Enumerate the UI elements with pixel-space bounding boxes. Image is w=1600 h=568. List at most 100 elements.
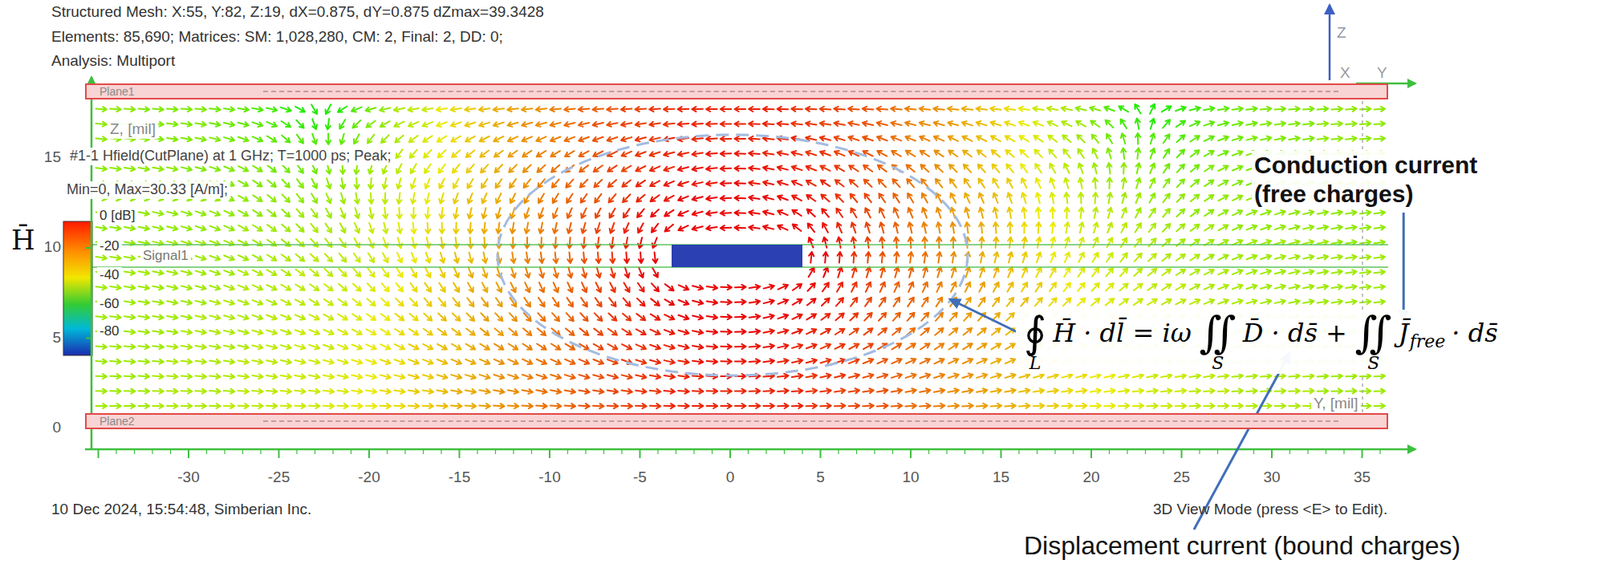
tick-mark: [259, 449, 261, 455]
leader-arrow: [1402, 212, 1406, 321]
mesh-info: Elements: 85,690; Matrices: SM: 1,028,28…: [51, 28, 504, 47]
plane-band: Plane2: [85, 413, 1389, 430]
plot-info: Min=0, Max=30.33 [A/m];: [64, 181, 231, 199]
equation-term: · ds̄: [1451, 317, 1498, 349]
tick-label: -20: [357, 468, 380, 488]
tick-mark: [422, 449, 424, 455]
integration-loop: [497, 134, 968, 376]
tick-label: 5: [816, 468, 825, 488]
tick-mark: [242, 449, 244, 455]
tick-mark: [97, 449, 100, 459]
scale-label: -20: [97, 238, 122, 255]
tick-mark: [1162, 449, 1164, 455]
tick-label: 10: [901, 468, 919, 488]
tick-label: -15: [448, 468, 471, 488]
tick-mark: [1072, 449, 1074, 455]
tick-label: 15: [44, 148, 61, 167]
equation: ∮LH̄ · dl̄ = iω∬SD̄ · ds̄ +∬SJ̄free· ds̄: [1015, 309, 1508, 374]
tick-mark: [693, 449, 695, 455]
field-symbol: H̄: [11, 224, 36, 256]
tick-mark: [621, 449, 622, 455]
tick-mark: [115, 449, 117, 455]
integral-limit: S: [1211, 354, 1224, 373]
scale-label: -60: [97, 296, 122, 313]
tick-mark: [928, 449, 930, 455]
leader-arrow: [950, 299, 1020, 333]
mode-note: 3D View Mode (press <E> to Edit).: [1153, 500, 1388, 520]
tick-mark: [747, 449, 749, 455]
tick-mark: [909, 449, 912, 459]
integral-sign: ∬: [1355, 311, 1393, 355]
tick-mark: [332, 449, 333, 455]
tick-mark: [85, 337, 92, 340]
equation-term: J̄: [1398, 317, 1410, 349]
field-arrow: [522, 106, 946, 409]
tick-mark: [873, 449, 875, 455]
field-arrow: [251, 106, 1215, 146]
integral-limit: S: [1367, 354, 1380, 373]
tick-mark: [982, 449, 983, 455]
tick-mark: [567, 449, 569, 455]
band-dash: [263, 420, 1339, 423]
scale-label: -40: [97, 267, 122, 284]
field-arrow: [624, 150, 843, 379]
tick-mark: [495, 449, 496, 455]
tick-mark: [223, 449, 225, 455]
scale-label: 0 [dB]: [97, 207, 138, 224]
color-scale: [63, 221, 93, 356]
field-arrow: [96, 106, 1386, 246]
tick-mark: [946, 449, 947, 455]
scale-label: -80: [97, 323, 122, 340]
tick-mark: [729, 449, 731, 459]
tick-mark: [1343, 449, 1345, 455]
signal-strip: [671, 244, 803, 268]
tick-mark: [350, 449, 352, 455]
integral-sign: ∮: [1023, 311, 1047, 355]
field-arrow: [623, 106, 845, 409]
integral-group: ∮L: [1023, 311, 1047, 373]
tick-mark: [1000, 449, 1003, 459]
callout-text: Displacement current (bound charges): [1023, 531, 1461, 561]
tick-mark: [458, 449, 461, 459]
tick-mark: [1253, 449, 1255, 455]
analysis-info: Analysis: Multiport: [51, 52, 175, 71]
tick-mark: [711, 449, 713, 455]
band-dash: [263, 90, 1339, 93]
tick-mark: [386, 449, 388, 455]
tick-label: -25: [268, 468, 290, 488]
tick-mark: [1036, 449, 1038, 455]
tick-mark: [1379, 449, 1381, 455]
field-arrow: [380, 106, 1088, 409]
tick-mark: [801, 449, 803, 455]
tick-mark: [1181, 449, 1183, 459]
layer-name: Signal1: [140, 247, 191, 264]
field-arrow: [295, 104, 1171, 130]
tick-label: -10: [538, 468, 561, 488]
callout-text: Conduction current (free charges): [1251, 150, 1527, 209]
tick-mark: [85, 247, 92, 249]
equation-term: H̄ · dl̄ = iω: [1052, 317, 1192, 349]
tick-mark: [512, 449, 514, 455]
tick-mark: [820, 449, 822, 459]
tick-mark: [1145, 449, 1146, 455]
tick-mark: [476, 449, 478, 455]
subscript: free: [1409, 331, 1446, 353]
tick-mark: [1307, 449, 1308, 455]
tick-mark: [368, 449, 370, 459]
field-arrow: [593, 106, 874, 409]
axis-title: Z, [mil]: [107, 120, 159, 139]
field-arrow: [578, 106, 888, 409]
tick-mark: [548, 449, 551, 459]
tick-mark: [765, 449, 767, 455]
tick-mark: [1325, 449, 1327, 455]
tick-label: 15: [992, 468, 1010, 488]
tick-label: 25: [1173, 468, 1190, 488]
tick-mark: [440, 449, 442, 455]
integral-group: ∬S: [1355, 311, 1393, 373]
tick-mark: [675, 449, 677, 455]
tick-mark: [1361, 449, 1364, 459]
tick-mark: [531, 449, 532, 455]
integral-group: ∬S: [1199, 311, 1237, 373]
plane-name: Plane1: [86, 85, 142, 98]
